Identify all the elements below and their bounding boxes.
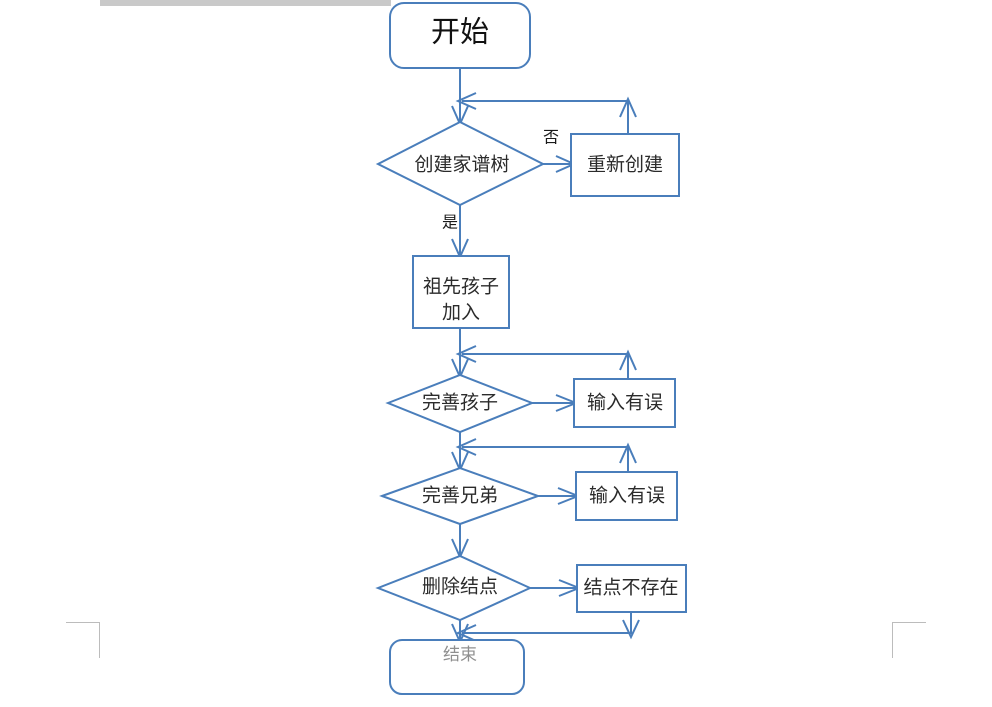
edge-perfect-child-to-input-error [532, 394, 579, 412]
start-label: 开始 [431, 16, 489, 49]
node-input-error-sibling[interactable]: 输入有误 [575, 471, 678, 521]
edge-delete-node-to-end [451, 620, 469, 645]
edge-input-error-child-back [455, 345, 637, 379]
decision-perfect-child-label: 完善孩子 [422, 391, 498, 413]
ancestor-child-add-label-line2: 加入 [442, 301, 480, 323]
edge-label-yes: 是 [442, 215, 458, 232]
edge-not-exist-to-end [455, 612, 640, 642]
edge-label-no: 否 [543, 130, 559, 147]
ancestor-child-add-label-line1: 祖先孩子 [423, 275, 499, 297]
node-decision-perfect-child[interactable]: 完善孩子 [385, 373, 535, 434]
recreate-label: 重新创建 [587, 153, 663, 175]
edge-perfect-sibling-to-delete-node [451, 524, 469, 560]
node-decision-delete-node[interactable]: 删除结点 [375, 554, 533, 622]
node-recreate[interactable]: 重新创建 [570, 133, 680, 197]
node-ancestor-child-add[interactable]: 祖先孩子 加入 [412, 255, 510, 329]
node-not-exist[interactable]: 结点不存在 [576, 564, 687, 613]
node-decision-create-tree[interactable]: 创建家谱树 [375, 120, 546, 207]
edge-start-to-create-tree [451, 68, 469, 127]
input-error-child-shape [573, 378, 676, 428]
node-input-error-child[interactable]: 输入有误 [573, 378, 676, 428]
decision-create-tree-label: 创建家谱树 [414, 153, 509, 175]
page-margin-mark-bottom-left [66, 622, 100, 658]
edge-delete-node-to-not-exist [530, 579, 582, 597]
edge-create-tree-no-to-recreate [543, 155, 577, 173]
node-not-exist-label: 结点不存在 [583, 576, 678, 598]
node-end[interactable]: 结束 [389, 639, 525, 695]
node-start[interactable]: 开始 [389, 2, 531, 69]
node-decision-perfect-sibling[interactable]: 完善兄弟 [379, 466, 541, 526]
input-error-child-label: 输入有误 [587, 391, 663, 413]
ruler-bar [100, 0, 391, 6]
decision-delete-node-label: 删除结点 [422, 575, 498, 597]
edge-input-error-sibling-back [455, 438, 637, 472]
edge-recreate-back-to-create-tree [455, 92, 637, 134]
ancestor-child-add-shape [412, 255, 510, 329]
end-label: 结束 [443, 645, 477, 664]
decision-perfect-sibling-label: 完善兄弟 [422, 484, 498, 506]
input-error-sibling-shape [575, 471, 678, 521]
edge-perfect-sibling-to-input-error [538, 487, 581, 505]
input-error-sibling-label: 输入有误 [589, 484, 665, 506]
end-shape [389, 639, 525, 695]
recreate-shape [570, 133, 680, 197]
page-margin-mark-bottom-right [892, 622, 926, 658]
